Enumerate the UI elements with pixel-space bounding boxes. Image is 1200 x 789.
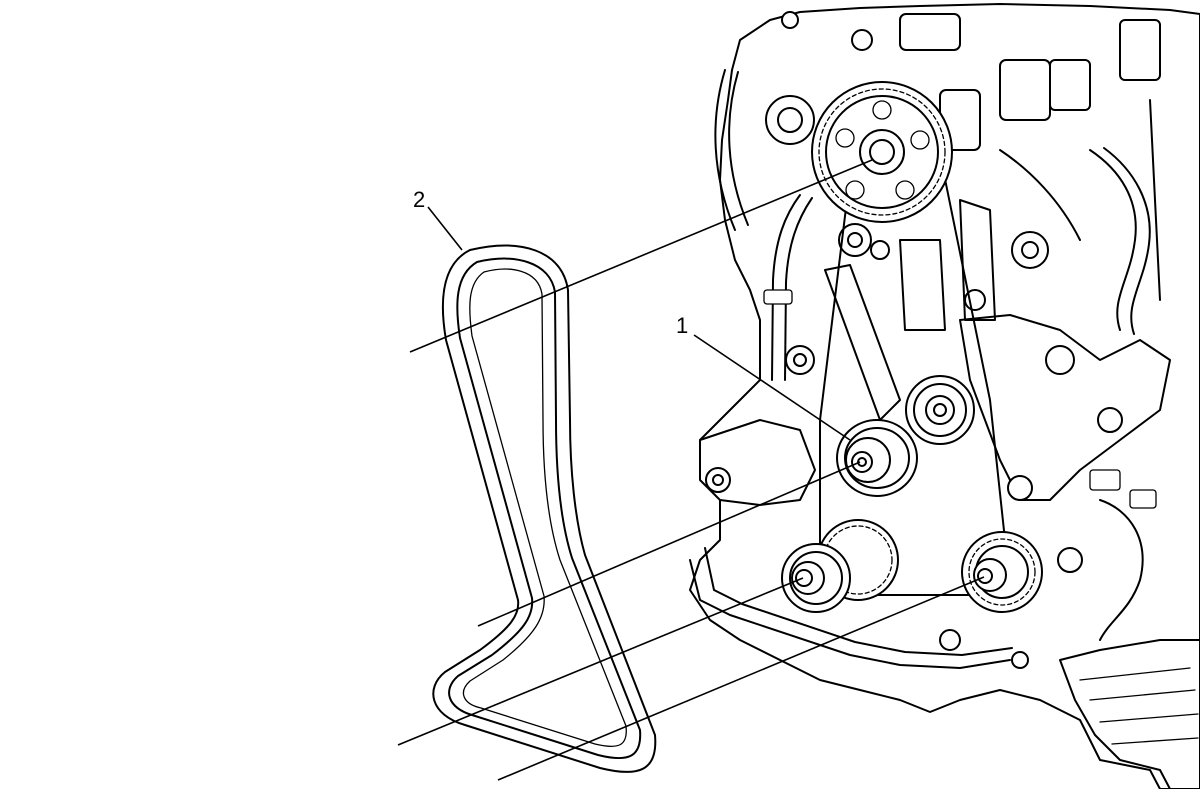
leader-callout-2	[427, 206, 463, 251]
timing-belt	[432, 244, 657, 773]
idler-pulley	[905, 375, 975, 445]
tensioner-pulley	[836, 419, 918, 497]
callout-2-label: 2	[413, 187, 425, 212]
leader-callout-1	[693, 334, 851, 441]
leader-camshaft	[409, 159, 873, 353]
leader-crankshaft	[397, 577, 804, 746]
leader-lines	[397, 159, 985, 781]
crankshaft-sprocket	[781, 519, 899, 613]
callout-1-label: 1	[676, 313, 688, 338]
leader-pump	[497, 576, 985, 781]
pump-sprocket	[961, 531, 1043, 613]
camshaft-sprocket	[811, 81, 953, 223]
leader-tensioner	[477, 461, 861, 627]
